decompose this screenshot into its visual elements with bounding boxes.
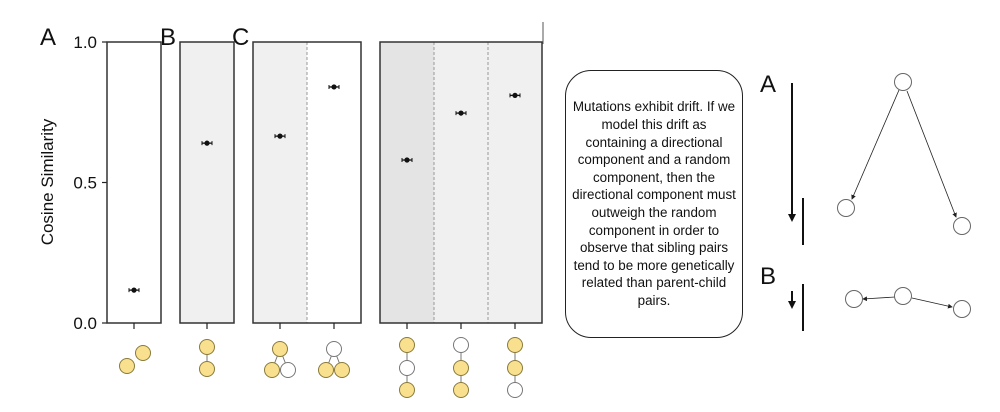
panel-background (253, 42, 307, 323)
genome-node-icon (119, 358, 135, 374)
panel-frame (252, 41, 362, 324)
panel-background (107, 42, 161, 323)
genome-node-icon (507, 337, 523, 353)
parent-child-pair-icon (199, 339, 215, 377)
data-point (458, 110, 464, 116)
y-tick-label: 1.0 (73, 33, 97, 52)
genome-node-icon (399, 382, 415, 398)
data-point (404, 157, 410, 163)
ancestor-node-icon (894, 287, 912, 305)
genome-node-icon (399, 360, 415, 376)
genome-node-icon (199, 361, 215, 377)
diagram-label-a: A (760, 71, 776, 98)
two-unconnected-nodes-icon (119, 345, 151, 374)
panel-label: B (160, 24, 176, 51)
drift-edge (906, 90, 957, 218)
descendant-node-icon (953, 217, 971, 235)
data-point (512, 92, 518, 98)
panel-background (180, 42, 234, 323)
note-text: Mutations exhibit drift. If we model thi… (572, 99, 736, 308)
genome-node-icon (399, 337, 415, 353)
y-tick-label: 0.0 (73, 314, 97, 333)
genome-node-icon (199, 339, 215, 355)
diagram-label-b: B (760, 263, 776, 290)
panel-background (307, 42, 361, 323)
descendant-node-icon (845, 290, 863, 308)
parent-child-of-triad-icon (264, 341, 296, 378)
genome-node-icon (507, 382, 523, 398)
drift-edge (911, 297, 953, 309)
genome-node-icon (326, 341, 342, 357)
data-point (331, 84, 337, 90)
explanation-note: Mutations exhibit drift. If we model thi… (565, 70, 743, 338)
panel-background (488, 42, 542, 323)
sibling-pair-of-triad-icon (318, 341, 350, 378)
parent-child-lower-icon (453, 337, 469, 398)
panel-label: A (40, 24, 56, 51)
genome-node-icon (334, 362, 350, 378)
genome-node-icon (453, 337, 469, 353)
genome-node-icon (280, 362, 296, 378)
genome-node-icon (453, 382, 469, 398)
ancestor-node-icon (894, 73, 912, 91)
grandparent-grandchild-icon (399, 337, 415, 398)
genome-node-icon (318, 362, 334, 378)
descendant-node-icon (953, 300, 971, 318)
panel-background (380, 42, 434, 323)
data-point (131, 287, 137, 293)
drift-edge (851, 89, 900, 200)
y-tick-label: 0.5 (73, 174, 97, 193)
y-axis-label: Cosine Similarity (38, 118, 57, 245)
panel-label: C (232, 24, 249, 51)
data-point (277, 133, 283, 139)
genome-node-icon (507, 360, 523, 376)
panel-background (434, 42, 488, 323)
genome-node-icon (453, 360, 469, 376)
genome-node-icon (135, 345, 151, 361)
descendant-node-icon (837, 199, 855, 217)
parent-child-upper-icon (507, 337, 523, 398)
genome-node-icon (264, 362, 280, 378)
data-point (204, 140, 210, 146)
genome-node-icon (272, 341, 288, 357)
drift-edge (862, 296, 896, 302)
